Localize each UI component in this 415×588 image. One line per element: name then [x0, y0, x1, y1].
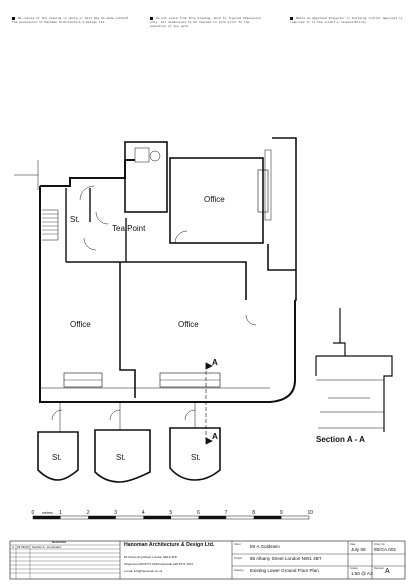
- drawing-scale: 1:50 @ A3: [351, 571, 373, 576]
- scale-tick-label: 2: [86, 510, 90, 516]
- scale-tick-label: 6: [197, 510, 200, 516]
- section-title: Section A - A: [316, 435, 365, 444]
- door-arc: [95, 211, 109, 225]
- wc-block: [124, 141, 168, 213]
- right-window: [264, 149, 272, 221]
- boundary-line: [14, 174, 39, 190]
- wc-basin: [149, 150, 161, 162]
- door-arc: [51, 409, 63, 421]
- revision-letter: A: [12, 544, 15, 549]
- scale-tick-label: 9: [279, 510, 283, 516]
- copyright-note: No copies of the drawing in whole or par…: [12, 16, 132, 24]
- scale-bar-fill: [33, 516, 282, 519]
- vault-link: [59, 402, 196, 432]
- section-marker-top: A: [212, 358, 218, 367]
- door-arc: [109, 409, 121, 421]
- door-arc: [79, 185, 95, 201]
- scale-tick-label: 3: [114, 510, 118, 516]
- project-address: 85 Albany Street London NW1 4BT: [250, 556, 322, 561]
- section-arrow: [205, 437, 213, 445]
- scale-tick-label: 1: [59, 510, 62, 516]
- scale-warning-note: Do not scale from this drawing. Work to …: [150, 16, 265, 28]
- firm-address: 63 Chevening Road, London SE19 3TD: [124, 555, 177, 559]
- room-label-store-left: St.: [70, 215, 80, 224]
- bullet-icon: [290, 16, 293, 20]
- door-arc: [83, 237, 97, 251]
- scale-tick-label: 0: [31, 510, 35, 516]
- scale-tick-label: 7: [224, 510, 228, 516]
- revision-description: Section A - A included: [32, 544, 61, 549]
- scales-key: Scales: [350, 567, 358, 570]
- section-marker-bottom: A: [212, 432, 218, 441]
- partition-wall: [119, 261, 247, 398]
- door-arc: [245, 314, 257, 326]
- scale-tick-label: 5: [169, 510, 173, 516]
- firm-phone: Telephone 020 8771 0449 Facsimile 020 87…: [124, 562, 194, 566]
- client-key: Client: [234, 543, 241, 546]
- room-label-office-top: Office: [204, 195, 225, 204]
- current-revision: A: [385, 568, 390, 575]
- scale-tick-label: 4: [141, 510, 145, 516]
- vault-3: [169, 427, 221, 481]
- client-name: Mr A Goldstein: [250, 544, 280, 549]
- door-arc: [174, 230, 188, 244]
- vault-1: [37, 431, 79, 481]
- revision-date: 03.08.09: [17, 544, 29, 549]
- bullet-icon: [12, 16, 15, 20]
- section-arrow: [205, 362, 213, 370]
- door-arc: [184, 409, 196, 421]
- scale-bar-segment: [33, 516, 61, 519]
- note-text: Where an Approved Inspector or building …: [290, 16, 403, 24]
- approval-note: Where an Approved Inspector or building …: [290, 16, 405, 24]
- room-label-vault-1: St.: [52, 453, 62, 462]
- vault-2: [94, 429, 151, 483]
- date-key: Date: [350, 543, 356, 546]
- project-key: Project: [234, 557, 243, 560]
- room-label-tea-point: Tea Point: [112, 224, 146, 233]
- scale-bar-segment: [198, 516, 227, 519]
- scale-bar-segment: [253, 516, 282, 519]
- outer-wall: [39, 159, 296, 403]
- room-label-vault-2: St.: [116, 453, 126, 462]
- room-label-office-right: Office: [178, 320, 199, 329]
- firm-email: e-mail: info@hanoman.co.uk: [124, 569, 163, 573]
- window-bay: [257, 169, 269, 213]
- office-top-walls: [169, 157, 264, 244]
- wc-fixture: [134, 147, 150, 163]
- store-walls: [65, 188, 127, 263]
- revisions-heading: Revisions: [52, 540, 67, 544]
- drawing-title: Existing Lower Ground Floor Plan: [250, 568, 319, 573]
- stair: [42, 209, 59, 241]
- title-block-frame: [9, 540, 406, 580]
- right-wall: [267, 137, 297, 301]
- revision-key: Revision: [374, 567, 384, 570]
- room-label-office-left: Office: [70, 320, 91, 329]
- bullet-icon: [150, 16, 153, 20]
- scale-tick-label: 8: [252, 510, 256, 516]
- section-drawing: [315, 308, 393, 432]
- scale-bar-segment: [143, 516, 171, 519]
- drawing-no-key: Drwg. No.: [374, 543, 386, 546]
- drawing-key: Drawing: [234, 569, 244, 572]
- firm-name: Hanoman Architecture & Design Ltd.: [124, 542, 215, 548]
- section-drawing: [316, 379, 384, 429]
- drawing-number: 85/GA.002: [374, 547, 396, 552]
- drawing-date: July 09: [351, 547, 366, 552]
- scale-bar-segment: [88, 516, 116, 519]
- note-text: Do not scale from this drawing. Work to …: [150, 16, 261, 28]
- scale-tick-label: 10: [307, 510, 314, 516]
- scale-unit-label: metres: [42, 511, 53, 515]
- note-text: No copies of the drawing in whole or par…: [12, 16, 129, 24]
- room-label-vault-3: St.: [191, 453, 201, 462]
